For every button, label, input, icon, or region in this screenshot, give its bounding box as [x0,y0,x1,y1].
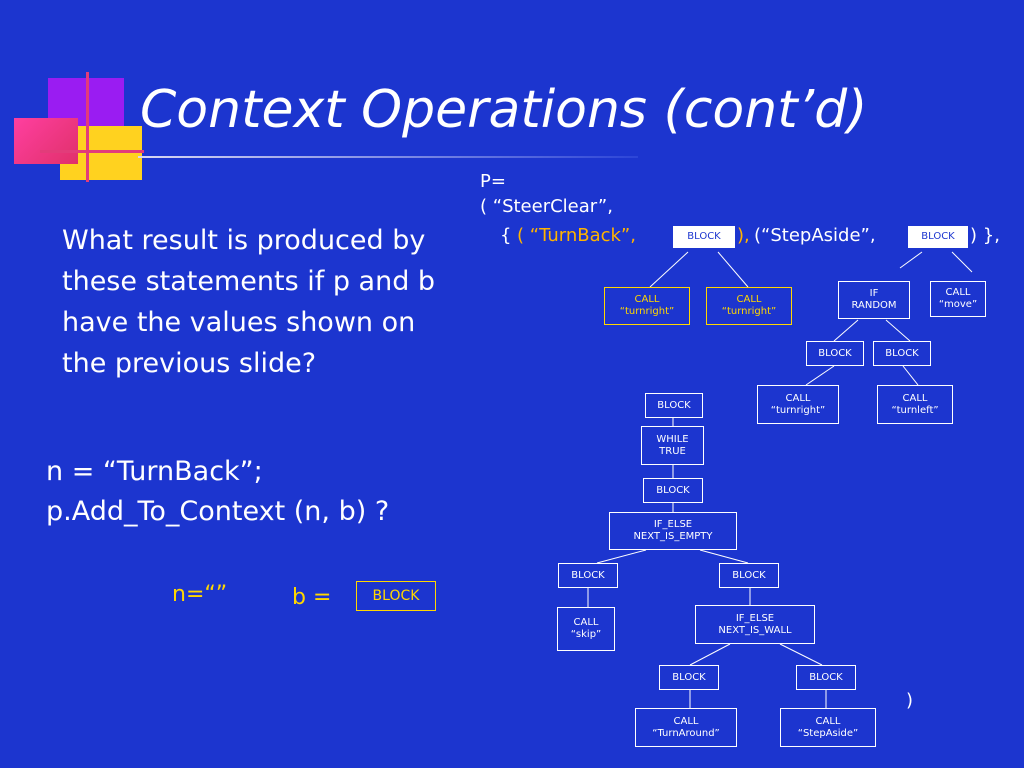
p-line-3-open: { [500,225,512,246]
n-assignment: n=“” [172,582,228,607]
call-turnleft-box: CALL “turnleft” [877,385,953,424]
block-box-a: BLOCK [806,341,864,366]
p-turnback-close: ), [737,225,750,246]
logo-line-vertical [86,72,89,182]
while-true-box: WHILE TRUE [641,426,704,465]
p-close-paren: ) [906,690,914,711]
p-stepaside-close: ) }, [970,225,1000,246]
title-underline [138,156,638,158]
block-box-left: BLOCK [558,563,618,588]
turnback-block-box: BLOCK [673,226,735,248]
block-box-ll: BLOCK [659,665,719,690]
call-turnright-box-3: CALL “turnright” [757,385,839,424]
call-stepaside-box: CALL “StepAside” [780,708,876,747]
p-stepaside: (“StepAside”, [754,225,876,246]
b-assignment: b = [292,585,332,610]
question-text: What result is produced by these stateme… [62,225,436,379]
p-line-2: ( “SteerClear”, [480,196,613,217]
code-line-1: n = “TurnBack”; [46,456,263,487]
block-box-b: BLOCK [873,341,931,366]
code-line-2: p.Add_To_Context (n, b) ? [46,496,390,527]
call-turnright-box-1: CALL “turnright” [604,287,690,325]
if-random-box: IF RANDOM [838,281,910,319]
b-block-box: BLOCK [356,581,436,611]
p-line-1: P= [480,171,506,192]
p-turnback: ( “TurnBack”, [517,225,636,246]
code-block: n = “TurnBack”; p.Add_To_Context (n, b) … [46,452,389,532]
block-box-mid: BLOCK [643,478,703,503]
logo-line-horizontal [40,150,144,153]
call-turnaround-box: CALL “TurnAround” [635,708,737,747]
block-box-right: BLOCK [719,563,779,588]
block-box-top: BLOCK [645,393,703,418]
call-turnright-box-2: CALL “turnright” [706,287,792,325]
logo-square-pink [14,118,78,164]
call-move-box: CALL “move” [930,281,986,317]
call-skip-box: CALL “skip” [557,607,615,651]
slide-title: Context Operations (cont’d) [140,80,868,140]
block-box-lr: BLOCK [796,665,856,690]
if-else-empty-box: IF_ELSE NEXT_IS_EMPTY [609,512,737,550]
if-else-wall-box: IF_ELSE NEXT_IS_WALL [695,605,815,644]
stepaside-block-box: BLOCK [908,226,968,248]
